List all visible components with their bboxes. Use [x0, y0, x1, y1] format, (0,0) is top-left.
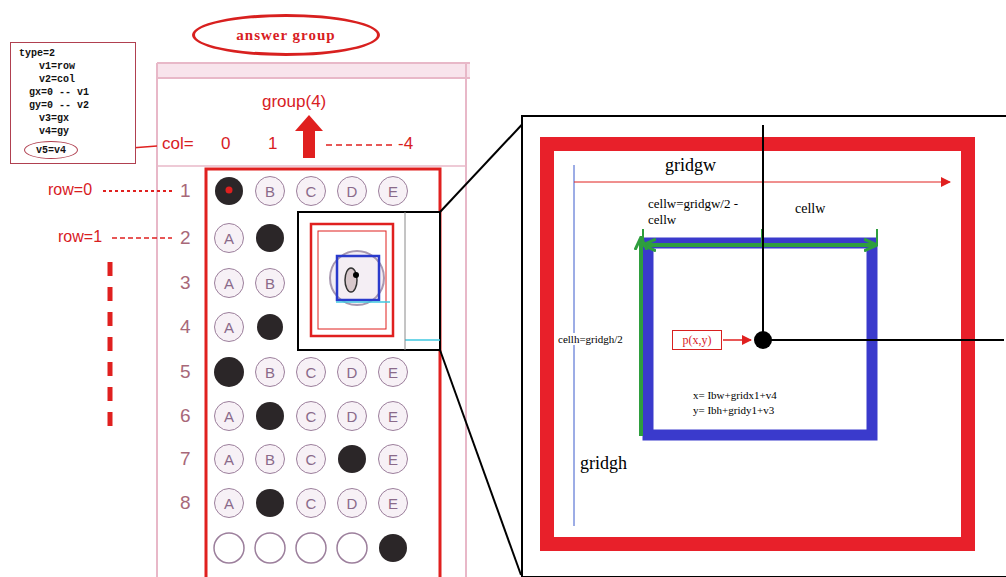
- node-text: gridgh: [580, 453, 627, 474]
- answer-bubble: A: [214, 488, 244, 518]
- answer-bubble: E: [378, 444, 408, 474]
- node-text: gridgw: [665, 155, 716, 176]
- node-text: A: [224, 451, 234, 468]
- node-text: C: [306, 408, 317, 425]
- node-text: C: [306, 364, 317, 381]
- answer-bubble: B: [255, 357, 285, 387]
- answer-bubble: A: [214, 223, 244, 253]
- node-text: type=2: [19, 48, 55, 59]
- question-number: 4: [180, 316, 191, 338]
- answer-bubble: D: [337, 401, 367, 431]
- column-label: col=: [162, 134, 194, 154]
- node-text: A: [224, 319, 234, 336]
- node-text: C: [306, 495, 317, 512]
- node-text: B: [265, 364, 275, 381]
- node-text: answer group: [236, 27, 335, 44]
- answer-bubble: C: [296, 444, 326, 474]
- dimension-note: cellw=gridgw/2 -cellw: [648, 196, 744, 228]
- node-text: A: [224, 275, 234, 292]
- question-number: 8: [180, 492, 191, 514]
- node-text: v3=gx: [39, 113, 69, 124]
- cell-square: x= Ibw+gridx1+v4 y= Ibh+gridy1+v3 p(x,y): [642, 237, 879, 441]
- node-text: E: [388, 408, 398, 425]
- row-label: row=0: [48, 181, 92, 199]
- answer-bubble: C: [296, 357, 326, 387]
- group-title-oval: answer group: [192, 14, 380, 56]
- node-text: B: [265, 183, 275, 200]
- node-text: gy=0 -- v2: [29, 100, 89, 111]
- answer-bubble: D: [337, 357, 367, 387]
- node-text: C: [306, 183, 317, 200]
- node-text: A: [224, 495, 234, 512]
- dimension-note: cellw: [795, 201, 825, 217]
- answer-bubble: D: [337, 488, 367, 518]
- answer-bubble: A: [214, 312, 244, 342]
- node-text: E: [388, 183, 398, 200]
- answer-bubble: E: [378, 401, 408, 431]
- answer-bubble: B: [255, 268, 285, 298]
- node-text: B: [265, 275, 275, 292]
- answer-bubble: E: [378, 176, 408, 206]
- answer-bubble: B: [255, 444, 285, 474]
- node-text: y= Ibh+gridy1+v3: [693, 404, 774, 416]
- column-number: 1: [268, 134, 277, 154]
- question-number: 3: [180, 272, 191, 294]
- question-number: 2: [180, 227, 191, 249]
- parameter-box: type=2 v1=row v2=col gx=0 -- v1 gy=0 -- v2 v3…: [10, 42, 136, 164]
- node-text: E: [388, 364, 398, 381]
- question-number: 7: [180, 448, 191, 470]
- node-text: p(x,y): [683, 333, 712, 348]
- node-text: D: [347, 183, 358, 200]
- point-label-box: p(x,y): [672, 330, 722, 350]
- node-text: E: [388, 451, 398, 468]
- node-text: E: [388, 495, 398, 512]
- answer-bubble: A: [214, 401, 244, 431]
- question-number: 6: [180, 405, 191, 427]
- node-text: D: [347, 495, 358, 512]
- node-text: v2=col: [39, 74, 75, 85]
- node-text: D: [347, 364, 358, 381]
- column-number: 0: [221, 134, 230, 154]
- dimension-note: cellh=gridgh/2: [557, 333, 624, 345]
- answer-bubble: E: [378, 357, 408, 387]
- question-number: 1: [180, 180, 191, 202]
- node-text: x= Ibw+gridx1+v4: [693, 389, 777, 401]
- node-text: D: [347, 408, 358, 425]
- node-text: B: [265, 451, 275, 468]
- answer-bubble: A: [214, 444, 244, 474]
- highlight-oval: v5=v4: [24, 141, 78, 159]
- answer-bubble: E: [378, 488, 408, 518]
- answer-bubble: C: [296, 176, 326, 206]
- answer-bubble: A: [214, 268, 244, 298]
- node-text: C: [306, 451, 317, 468]
- node-text: gx=0 -- v1: [29, 87, 89, 98]
- node-text: v5=v4: [36, 145, 66, 156]
- answer-bubble: D: [337, 176, 367, 206]
- node-text: v1=row: [39, 61, 75, 72]
- answer-bubble: C: [296, 401, 326, 431]
- node-text: A: [224, 230, 234, 247]
- node-text: A: [224, 408, 234, 425]
- column-number: -4: [398, 134, 413, 154]
- question-number: 5: [180, 361, 191, 383]
- answer-bubble: C: [296, 488, 326, 518]
- group-label: group(4): [262, 92, 326, 112]
- answer-bubble: B: [255, 176, 285, 206]
- row-label: row=1: [58, 228, 102, 246]
- node-text: v4=gy: [39, 126, 69, 137]
